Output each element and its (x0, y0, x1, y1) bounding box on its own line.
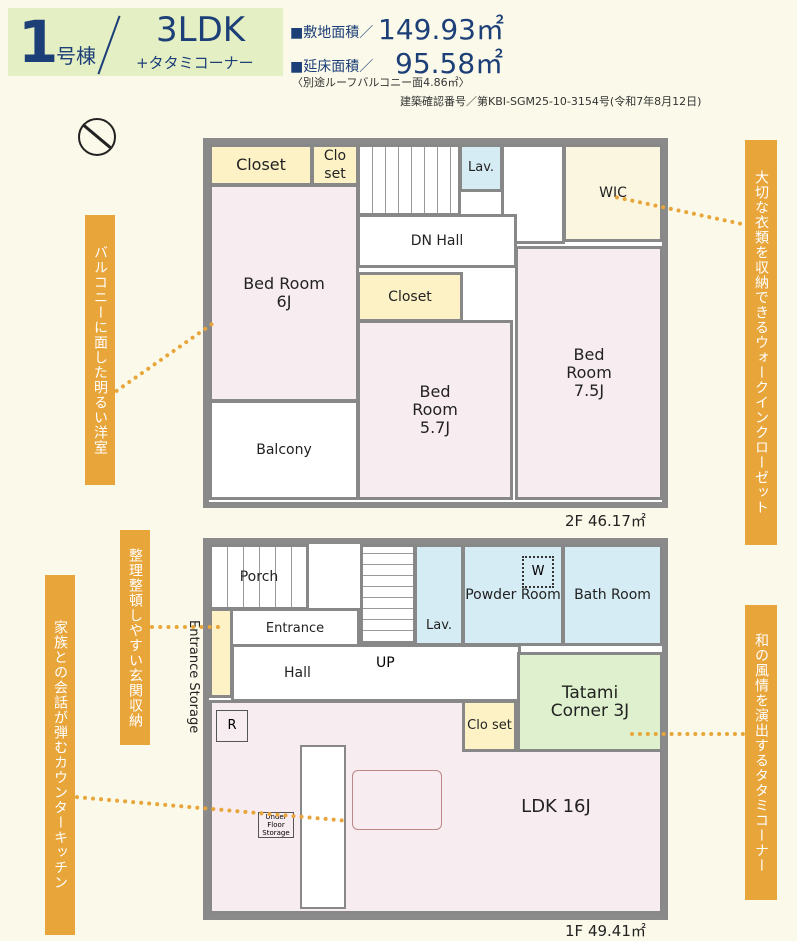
callout-leader (630, 732, 745, 736)
room-lav-1f: Lav. (414, 544, 464, 646)
room-lav-2f: Lav. (459, 144, 503, 192)
callout-wic: 大切な衣類を収納できるウォークインクローゼット (745, 140, 777, 545)
dining-table (352, 770, 442, 830)
floor2-area: 2F 46.17㎡ (565, 512, 646, 530)
room-tatami-corner: Tatami Corner 3J (517, 652, 663, 752)
callout-tatami: 和の風情を演出するタタミコーナー (745, 605, 777, 900)
room-bedroom-5-7j: Bed Room 5.7J (357, 320, 513, 500)
room-closet-2f-a: Closet (209, 144, 313, 186)
stairs-2f (357, 144, 461, 216)
permit-number: 建築確認番号／第KBI-SGM25-10-3154号(令和7年8月12日) (400, 95, 702, 108)
kitchen-counter (300, 745, 346, 909)
room-bedroom-7-5j: Bed Room 7.5J (515, 246, 663, 500)
roof-note: 〈別途ルーフバルコニー面4.86㎡〉 (292, 76, 470, 89)
room-balcony: Balcony (209, 400, 359, 500)
room-porch: Porch (209, 544, 309, 610)
roof-hatch: R (216, 710, 248, 742)
stairs-1f (360, 544, 416, 644)
floor-area: 95.58㎡ (395, 47, 504, 80)
callout-leader (150, 625, 220, 629)
hall-2f: DN Hall (357, 214, 517, 268)
room-closet-1f: Clo set (462, 700, 517, 752)
callout-kitchen: 家族との会話が弾むカウンターキッチン (45, 575, 75, 935)
divider (97, 15, 121, 75)
room-closet-2f-b: Clo set (311, 144, 359, 186)
layout-sub: +タタミコーナー (136, 54, 254, 72)
hall-1f: Hall (231, 644, 521, 702)
entrance-storage-label: Entrance Storage (186, 620, 201, 734)
header-badge: 1 号棟 3LDK +タタミコーナー (8, 8, 283, 76)
site-area-label: ■敷地面積／ (290, 25, 374, 41)
underfloor-storage: Under Floor Storage (258, 812, 294, 838)
washer-space: W (522, 556, 554, 588)
room-bedroom-6j: Bed Room 6J (209, 184, 359, 402)
room-closet-2f-c: Closet (357, 272, 463, 322)
site-area: 149.93㎡ (378, 13, 504, 46)
callout-bedroom: バルコニーに面した明るい洋室 (85, 215, 115, 485)
north-arrow-icon (78, 118, 116, 156)
layout-type: 3LDK (156, 10, 246, 50)
callout-leader (113, 321, 215, 394)
floor1-area: 1F 49.41㎡ (565, 922, 646, 940)
stairs-up-label: UP (376, 655, 395, 671)
callout-entrance-storage: 整理整頓しやすい玄関収納 (120, 530, 150, 745)
entrance-storage (209, 608, 233, 698)
building-suffix: 号棟 (56, 44, 96, 68)
building-number: 1 (18, 8, 59, 76)
floor-area-label: ■延床面積／ (290, 59, 374, 75)
room-bath: Bath Room (562, 544, 663, 646)
room-wic: WIC (563, 144, 663, 242)
